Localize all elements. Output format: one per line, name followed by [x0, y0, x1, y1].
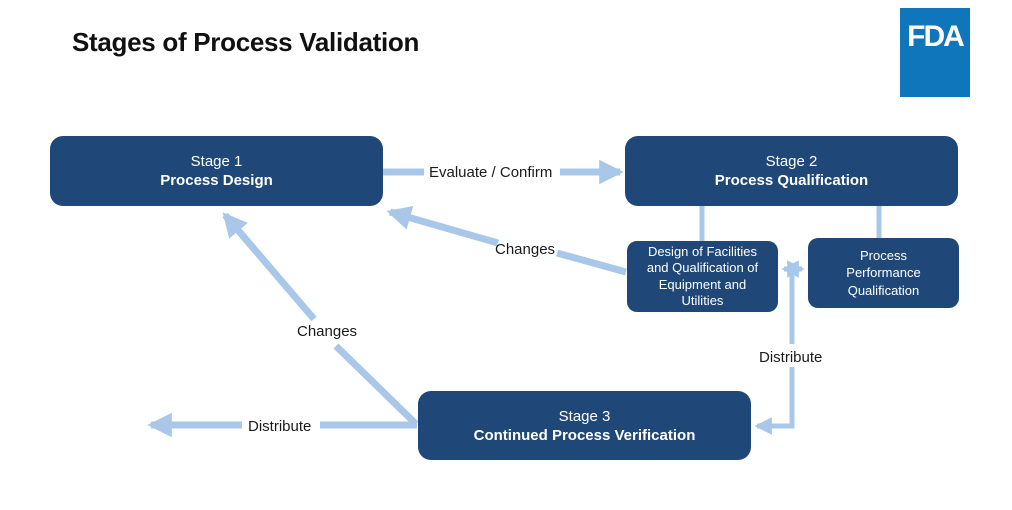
stage3-continued-process-verification-box: Stage 3 Continued Process Verification [418, 391, 751, 460]
fda-logo-text: FDA [907, 20, 965, 53]
changes-upper-arrow-tail [556, 249, 627, 276]
stage1-sublabel: Process Design [160, 172, 273, 189]
changes-lower-arrow-tail [333, 343, 419, 427]
stage3-sublabel: Continued Process Verification [473, 426, 696, 444]
stage2-label: Stage 2 [765, 153, 818, 170]
distribute-left-label: Distribute [248, 418, 312, 435]
page-title: Stages of Process Validation [72, 27, 420, 57]
process-performance-qualification-text: Process Performance Qualification [846, 247, 921, 298]
stage2-process-qualification-box: Stage 2 Process Qualification [625, 136, 958, 206]
design-of-facilities-box: Design of Facilities and Qualification o… [627, 241, 778, 312]
changes-lower-arrow-head [222, 212, 317, 322]
distribute-right-label: Distribute [759, 349, 823, 366]
distribute-right-arrow-head [754, 367, 795, 435]
changes-upper-label: Changes [495, 241, 556, 258]
changes-upper-arrow-head [386, 205, 499, 247]
design-of-facilities-text: Design of Facilities and Qualification o… [646, 243, 759, 309]
stage3-label: Stage 3 [558, 407, 611, 425]
stage2-sublabel: Process Qualification [714, 172, 869, 189]
fda-logo: FDA [900, 8, 970, 97]
stage1-process-design-box: Stage 1 Process Design [50, 136, 383, 206]
process-performance-qualification-box: Process Performance Qualification [808, 238, 959, 308]
evaluate-confirm-label: Evaluate / Confirm [429, 164, 553, 181]
stage1-label: Stage 1 [190, 153, 243, 170]
changes-lower-label: Changes [297, 323, 358, 340]
